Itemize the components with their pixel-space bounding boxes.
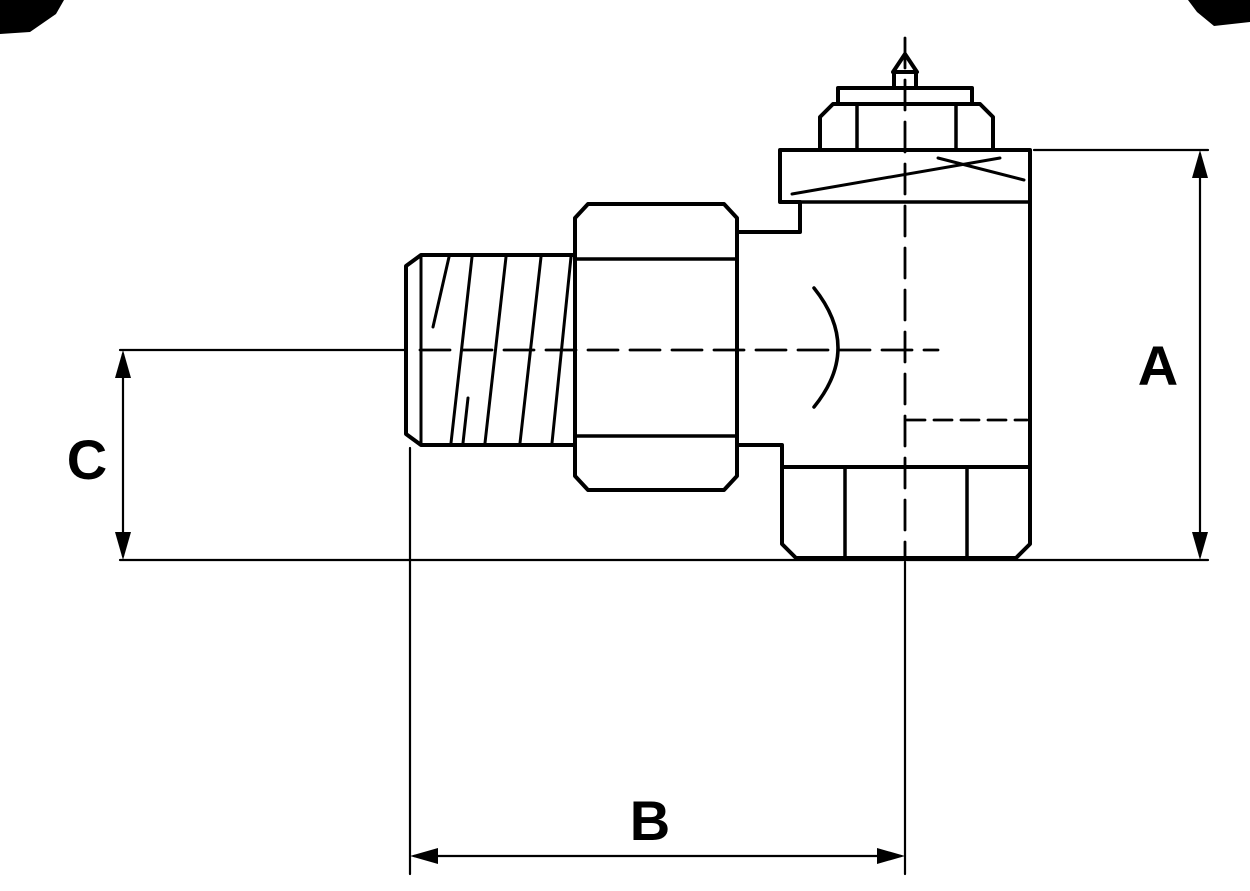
valve-body bbox=[735, 148, 1032, 469]
union-nut-outline bbox=[573, 202, 739, 492]
dim-c-arrow-up bbox=[115, 350, 131, 378]
union-nut bbox=[573, 202, 739, 492]
internal-passage-arc bbox=[812, 286, 840, 409]
bonnet-hex-outline bbox=[818, 102, 995, 152]
dim-b-arrow-left bbox=[410, 848, 438, 864]
valve-bonnet bbox=[818, 52, 995, 152]
flange-diagonal-mark bbox=[936, 156, 1026, 182]
dimension-label-c: C bbox=[67, 428, 107, 491]
dimension-label-b: B bbox=[630, 789, 670, 852]
thread-line bbox=[461, 396, 470, 445]
centerlines bbox=[418, 36, 940, 562]
dimension-arrowheads bbox=[115, 150, 1208, 864]
crop-mark-top-right bbox=[1188, 0, 1250, 26]
thread-line bbox=[431, 255, 451, 329]
dim-b-arrow-right bbox=[877, 848, 905, 864]
crop-mark-top-left bbox=[0, 0, 64, 34]
dim-a-arrow-down bbox=[1192, 532, 1208, 560]
valve-body-outline bbox=[735, 148, 1032, 469]
crop-marks bbox=[0, 0, 1250, 34]
thread-line bbox=[483, 255, 508, 445]
dimension-label-a: A bbox=[1138, 334, 1178, 397]
dim-c-arrow-down bbox=[115, 532, 131, 560]
linework bbox=[118, 36, 1210, 876]
dimension-labels: A B C bbox=[67, 334, 1178, 852]
dimension-lines bbox=[118, 148, 1210, 876]
dim-a-arrow-up bbox=[1192, 150, 1208, 178]
